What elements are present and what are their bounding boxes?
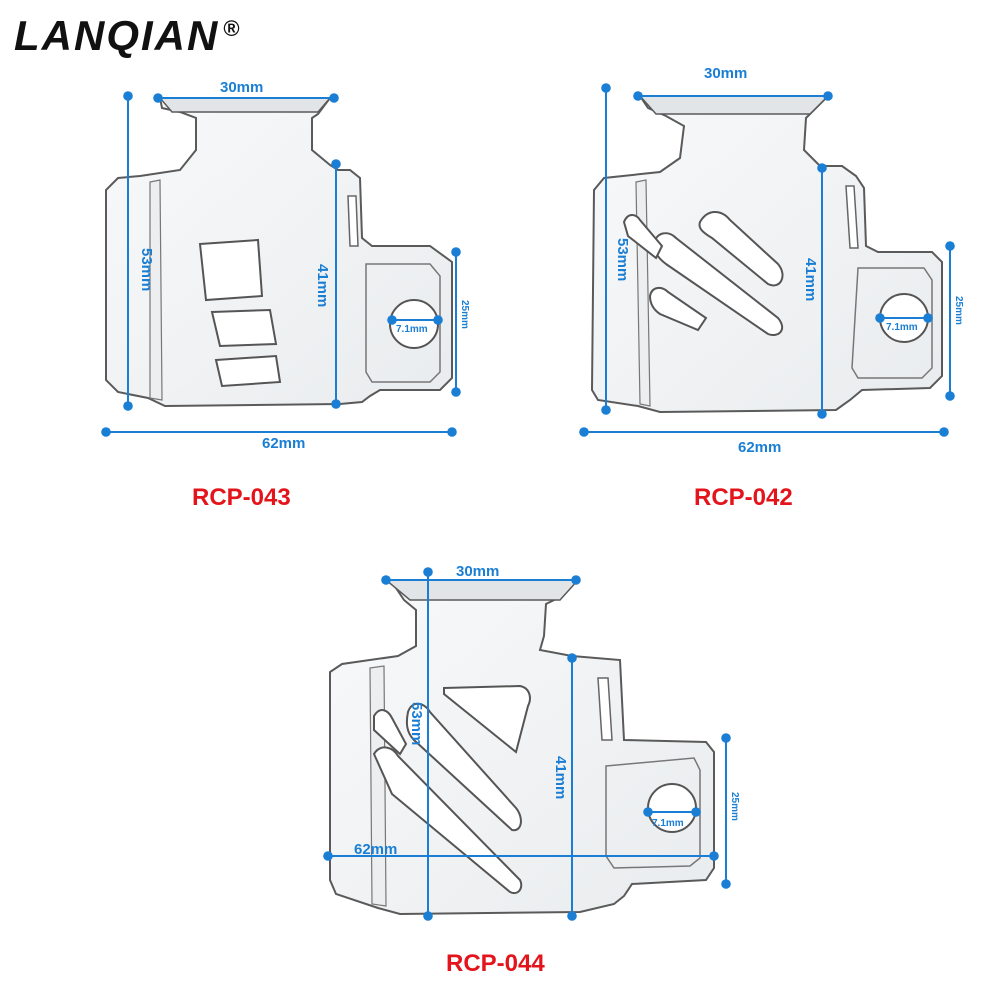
slot xyxy=(405,702,522,832)
ear-slot xyxy=(845,185,859,249)
dim-top-width: 30mm xyxy=(220,79,263,96)
model-label-rcp-042: RCP-042 xyxy=(694,484,793,511)
dim-total-width: 62mm xyxy=(738,439,781,456)
dimensions-rcp-043 xyxy=(101,91,461,437)
model-label-rcp-044: RCP-044 xyxy=(446,950,545,977)
part-rcp-044 xyxy=(329,579,715,916)
mount-ear-cutout xyxy=(851,267,933,379)
top-flange xyxy=(383,579,580,601)
slot xyxy=(214,354,282,388)
ear-slot xyxy=(347,195,359,247)
part-rcp-043 xyxy=(105,97,453,408)
dim-top-width: 30mm xyxy=(704,65,747,82)
ear-slot xyxy=(597,677,613,741)
dim-total-width: 62mm xyxy=(354,841,397,858)
brand-name: LANQIAN xyxy=(14,12,220,59)
dim-ear-height: 25mm xyxy=(729,792,740,821)
brand-logo: LANQIAN® xyxy=(14,12,242,60)
slot xyxy=(373,709,408,756)
top-flange xyxy=(158,97,332,113)
dim-hole: 7.1mm xyxy=(652,818,684,829)
dimensions-rcp-042 xyxy=(579,83,955,437)
dim-total-width: 62mm xyxy=(262,435,305,452)
slot xyxy=(443,684,531,754)
slot xyxy=(198,238,264,302)
slot xyxy=(210,308,278,348)
dim-ear-height: 25mm xyxy=(459,300,470,329)
dim-top-width: 30mm xyxy=(456,563,499,580)
dim-total-height: 53mm xyxy=(614,238,631,281)
top-flange xyxy=(638,95,830,115)
dim-hole: 7.1mm xyxy=(396,324,428,335)
slot xyxy=(698,211,784,287)
registered-mark: ® xyxy=(223,16,242,41)
dim-total-height: 53mm xyxy=(138,248,155,291)
dim-hole: 7.1mm xyxy=(886,322,918,333)
dim-side-height: 41mm xyxy=(314,264,331,307)
dim-ear-height: 25mm xyxy=(953,296,964,325)
dimensions-rcp-044 xyxy=(323,567,731,921)
side-fold xyxy=(369,665,387,907)
model-label-rcp-043: RCP-043 xyxy=(192,484,291,511)
dim-total-height: 53mm xyxy=(408,702,425,745)
slot xyxy=(648,286,708,332)
side-fold xyxy=(149,179,163,401)
dim-side-height: 41mm xyxy=(552,756,569,799)
slot xyxy=(622,214,664,260)
mount-ear-cutout xyxy=(365,263,441,383)
dim-side-height: 41mm xyxy=(802,258,819,301)
part-rcp-042 xyxy=(590,95,943,414)
